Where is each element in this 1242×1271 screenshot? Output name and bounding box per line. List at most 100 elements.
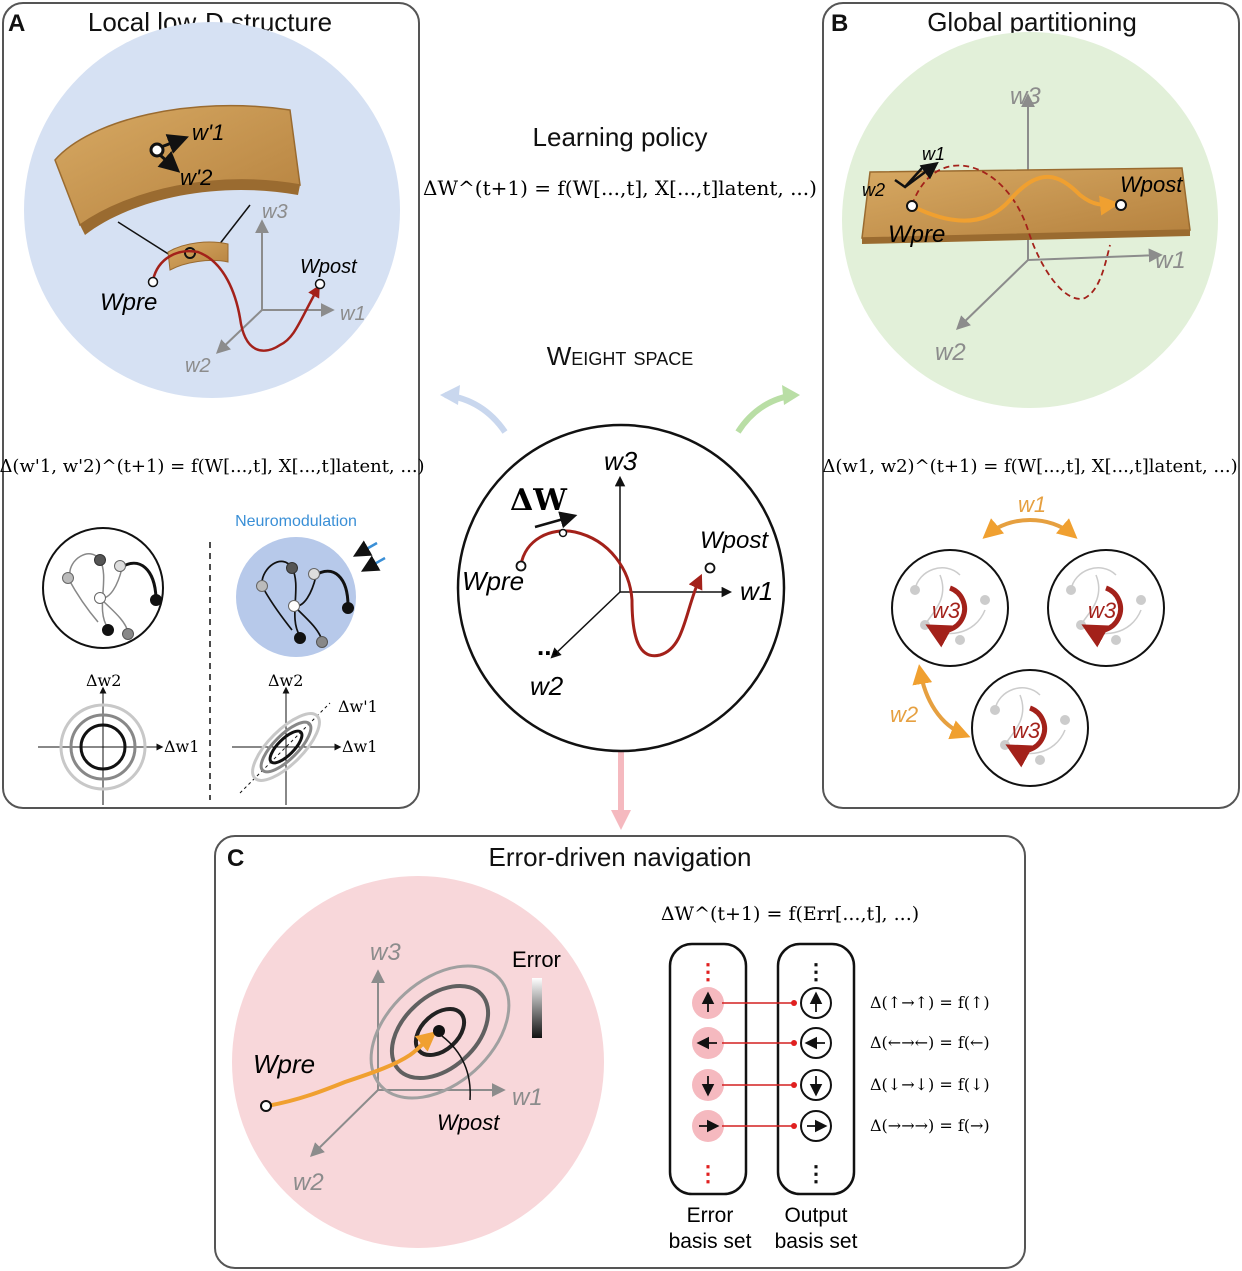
panel-a-w1-label: w1	[340, 303, 366, 325]
panel-b-w1-axis	[1027, 248, 1163, 263]
panel-c-error-dots-top: ⋮	[697, 959, 719, 984]
panel-c-error-basis-label-2: basis set	[669, 1230, 752, 1253]
panel-a-dw1p-label: Δw'1	[338, 697, 378, 716]
panel-a-node	[294, 632, 306, 644]
panel-b-network-3: w3	[971, 669, 1089, 787]
panel-a-blue-circle	[24, 22, 400, 398]
panel-c-basis-equation-1: Δ(↑→↑) = f(↑)	[870, 993, 990, 1012]
panel-a-neuromod-arrow-1	[352, 540, 378, 557]
panel-b-w1-local-label: w1	[922, 144, 945, 164]
panel-c-trajectory	[266, 1031, 437, 1108]
panel-b-formula: Δ(w1, w2)^(t+1) = f(W[...,t], X[...,t]la…	[822, 456, 1237, 477]
panel-c-contour-mid	[389, 983, 491, 1081]
panel-b-plane-edge	[862, 230, 1190, 244]
panel-c-error-colorbar	[532, 978, 542, 1038]
panel-a-dw2-label-right: Δw2	[268, 671, 303, 690]
panel-a-manifold-small	[167, 241, 229, 271]
panel-b-letter: B	[831, 10, 848, 37]
panel-a-wpost-label: Wpost	[300, 256, 358, 278]
panel-a-node	[122, 628, 134, 640]
center-wpost-label: Wpost	[700, 527, 769, 554]
panel-a-wpre-label: Wpre	[100, 289, 157, 316]
panel-c-wpost-pointer	[441, 1035, 471, 1101]
center-trajectory	[519, 529, 703, 658]
panel-a-contour-outer	[59, 703, 147, 791]
panel-a-w1p-label: w'1	[192, 120, 224, 145]
center-formula: ΔW^(t+1) = f(W[...,t], X[...,t]latent, .…	[423, 176, 817, 200]
panel-a-small-point	[184, 247, 196, 259]
center-wpost-point	[704, 562, 716, 574]
panel-a-node	[62, 572, 74, 584]
panel-a-node	[94, 554, 106, 566]
panel-c-wpost-point	[433, 1025, 445, 1037]
center-w3-label: w3	[604, 446, 638, 476]
panel-a-manifold-edge	[80, 179, 300, 235]
panel-a-zoom-line-left	[117, 221, 171, 256]
panel-b-w2-transition	[912, 664, 971, 740]
panel-b-network-1-w3: w3	[932, 598, 961, 623]
panel-c-w2-label: w2	[293, 1169, 324, 1196]
panel-b-w3-label: w3	[1010, 83, 1041, 110]
panel-a-node	[288, 600, 300, 612]
panel-a-frame	[2, 2, 420, 809]
panel-a-dw2-label-left: Δw2	[86, 671, 121, 690]
panel-c-contour-outer	[369, 964, 511, 1100]
panel-a-neuromodulation-label: Neuromodulation	[235, 513, 357, 530]
panel-c-basis-row-down	[692, 1069, 832, 1101]
panel-c-frame	[214, 835, 1026, 1269]
panel-b-w2-label: w2	[935, 339, 966, 366]
panel-b-w1-label: w1	[1155, 247, 1186, 274]
panel-c-w1-label: w1	[512, 1084, 543, 1111]
panel-c-w3-label: w3	[370, 939, 401, 966]
panel-b-network-2: w3	[1047, 549, 1165, 667]
panel-b-orange-trajectory	[911, 174, 1120, 223]
panel-a-dw1-label-right: Δw1	[342, 737, 377, 756]
panel-a-node	[94, 592, 106, 604]
center-dw-label: ΔW	[510, 483, 568, 518]
panel-a-node	[308, 568, 320, 580]
center-w2-label: w2	[530, 671, 564, 701]
center-wpre-point	[515, 560, 527, 572]
panel-a-node	[150, 594, 162, 606]
panel-a-node	[256, 580, 268, 592]
panel-c-basis-equation-4: Δ(→→→) = f(→)	[870, 1116, 990, 1135]
panel-b-w2-axis	[955, 259, 1029, 330]
panel-c-wpre-point	[260, 1100, 272, 1112]
panel-a-letter: A	[8, 10, 25, 37]
panel-a-w2p-label: w'2	[180, 165, 212, 190]
panel-c-basis-equation-3: Δ(↓→↓) = f(↓)	[870, 1075, 990, 1094]
panel-a-ellipse-inner	[268, 729, 304, 765]
center-mid-point	[558, 528, 568, 538]
panel-a-node	[114, 560, 126, 572]
panel-a-neuromod-arrow-2	[360, 555, 386, 572]
panel-b-w1-transition	[982, 518, 1078, 539]
center-w2-axis	[550, 591, 621, 659]
panel-a-dw1-label-left: Δw1	[164, 737, 199, 756]
panel-a-w3-label: w3	[262, 201, 288, 223]
panel-a-contour-mid	[69, 713, 137, 781]
center-dw-arrow	[534, 511, 578, 529]
panel-c: C Error-driven navigation w3 w1 w2 Wpre …	[214, 835, 1026, 1269]
panel-c-wpre-label: Wpre	[253, 1049, 315, 1079]
center-title: Learning policy	[533, 122, 708, 152]
panel-c-pink-circle	[232, 876, 604, 1248]
center-arrow-to-a-head	[440, 385, 460, 405]
panel-a-wpost-point	[314, 278, 326, 290]
panel-a-trajectory	[151, 249, 320, 352]
panel-b-w1-transition-label: w1	[1018, 492, 1046, 517]
panel-a-node	[342, 602, 354, 614]
panel-a-node	[102, 624, 114, 636]
panel-c-formula: ΔW^(t+1) = f(Err[...,t], ...)	[661, 903, 919, 925]
panel-b-wpost-label: Wpost	[1120, 172, 1183, 197]
panel-b-network-3-w3: w3	[1012, 718, 1041, 743]
panel-b-wpre-label: Wpre	[888, 221, 945, 248]
panel-a-w2p-arrow	[157, 151, 181, 173]
panel-c-basis-row-left	[692, 1027, 832, 1059]
panel-a: A Local low-D structure w'1 w'2 w3 w1 w2…	[0, 2, 425, 809]
center-w1-label: w1	[740, 576, 773, 606]
panel-c-basis-equation-2: Δ(←→←) = f(←)	[870, 1033, 990, 1052]
panel-a-node	[286, 562, 298, 574]
panel-b-w1-local-arrow	[904, 161, 939, 189]
panel-c-output-basis-label-2: basis set	[775, 1230, 858, 1253]
